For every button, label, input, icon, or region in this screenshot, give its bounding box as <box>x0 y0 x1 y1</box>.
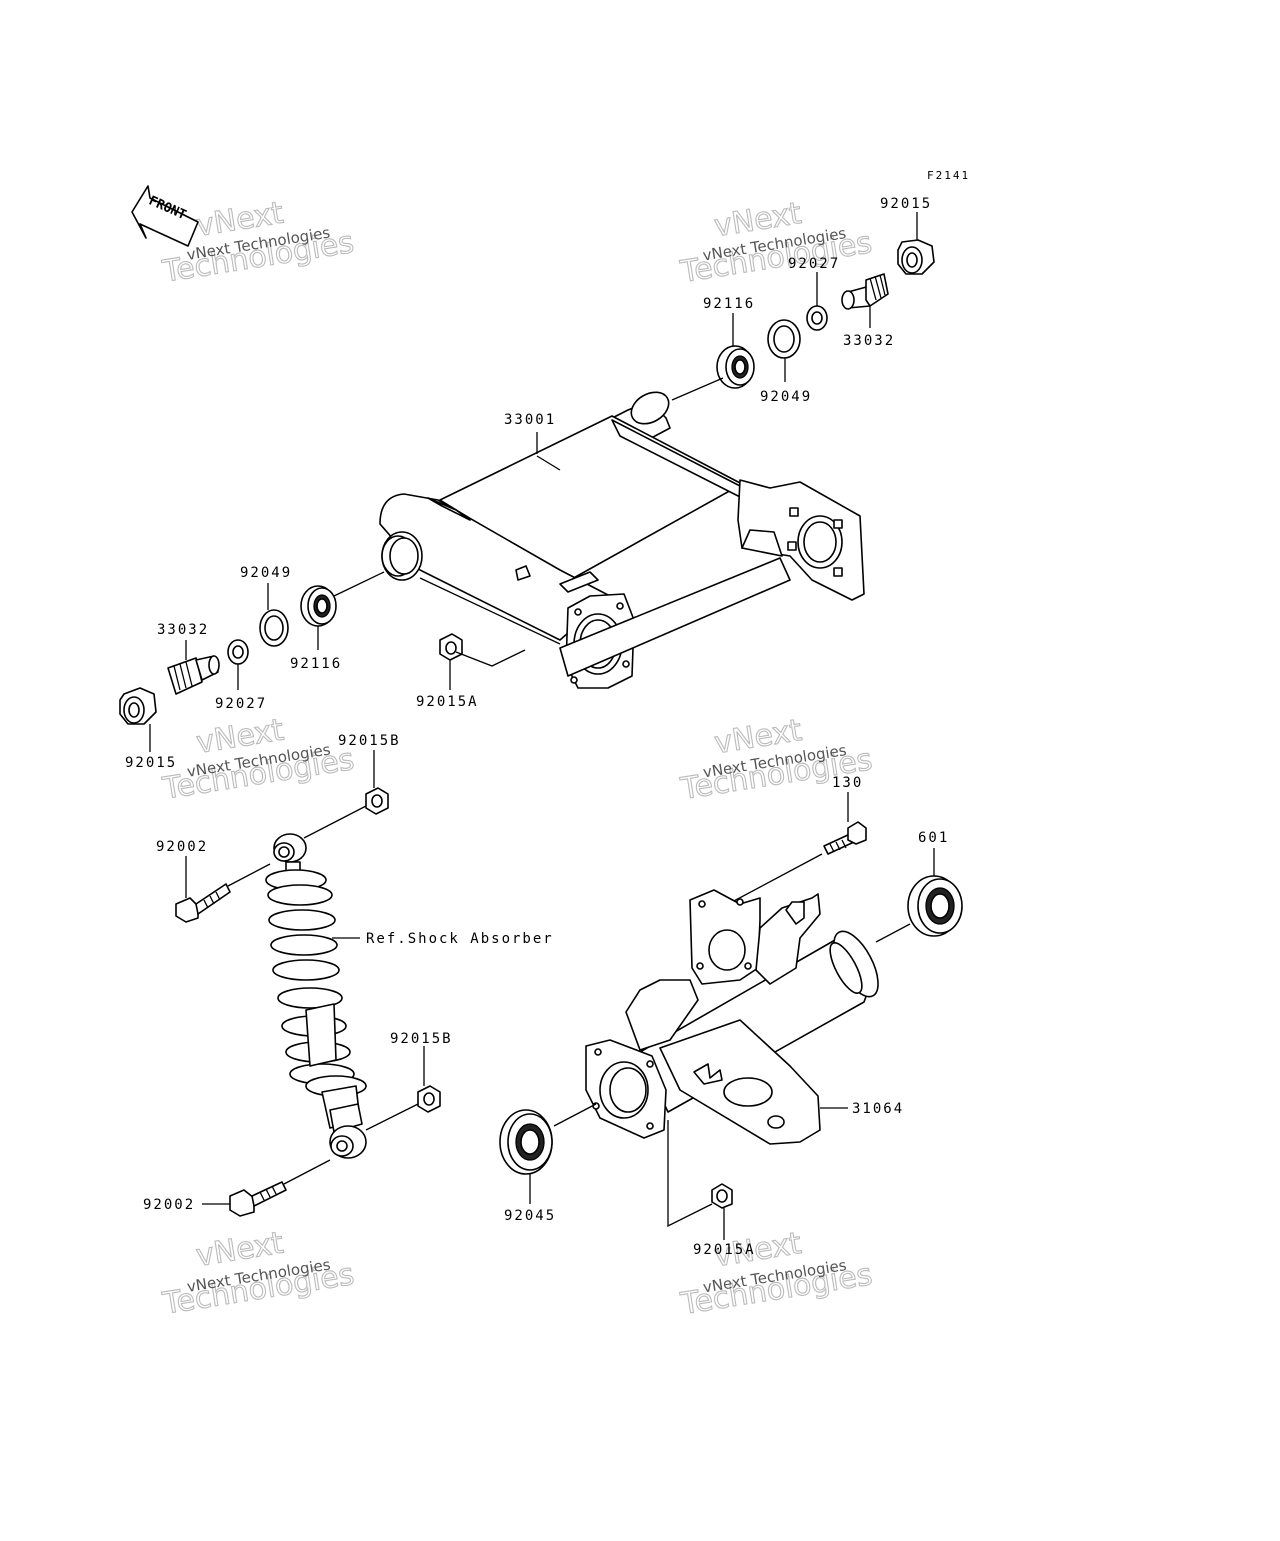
spindle-33032-left-icon <box>167 655 220 695</box>
bearing-92116-left-icon <box>300 585 337 627</box>
spindle-33032-top-icon <box>841 273 889 310</box>
callout-92049-top: 92049 <box>760 389 812 405</box>
diagram-code: F2141 <box>927 169 970 182</box>
callout-92027-left: 92027 <box>215 696 267 712</box>
callout-92116-left: 92116 <box>290 656 342 672</box>
seal-92049-left-icon <box>259 609 289 647</box>
watermark-top-left: vNext Technologies vNext Technologies <box>159 195 357 290</box>
callout-ref-shock-absorber: Ref.Shock Absorber <box>366 931 554 947</box>
bearing-601-icon <box>907 875 963 937</box>
callout-92116-top: 92116 <box>703 296 755 312</box>
nut-92015-top-icon <box>897 239 935 275</box>
callout-92015B-mid: 92015B <box>390 1031 453 1047</box>
watermark-bottom-left: vNext Technologies vNext Technologies <box>159 1225 357 1322</box>
front-arrow-icon: FRONT <box>131 185 199 247</box>
callout-92027-top: 92027 <box>788 256 840 272</box>
nut-92015B-mid-icon <box>417 1085 441 1113</box>
bearing-92045-icon <box>499 1109 553 1175</box>
swingarm-33001-icon <box>379 391 865 689</box>
callout-33032-top: 33032 <box>843 333 895 349</box>
callout-33001: 33001 <box>504 412 556 428</box>
callout-92015B-top: 92015B <box>338 733 401 749</box>
callout-92049-left: 92049 <box>240 565 292 581</box>
callout-92015A-bottom: 92015A <box>693 1242 756 1258</box>
watermark-bottom-right: vNext Technologies vNext Technologies <box>677 1225 875 1322</box>
nut-92015A-top-icon <box>439 633 463 661</box>
callout-33032-left: 33032 <box>157 622 209 638</box>
callout-601: 601 <box>918 830 949 846</box>
bolt-92002-top-icon <box>175 883 231 923</box>
bolt-92002-bottom-icon <box>229 1181 287 1217</box>
callout-92015A-top: 92015A <box>416 694 479 710</box>
callout-92002-bottom: 92002 <box>143 1197 195 1213</box>
bolt-130-icon <box>823 821 867 855</box>
nut-92015-left-icon <box>119 687 157 725</box>
callout-92015-left: 92015 <box>125 755 177 771</box>
callout-130: 130 <box>832 775 863 791</box>
washer-92027-left-icon <box>227 639 249 665</box>
watermark-mid-right: vNext Technologies vNext Technologies <box>677 712 875 807</box>
bearing-92116-top-icon <box>716 345 755 389</box>
seal-92049-top-icon <box>767 319 801 359</box>
watermark-top-right: vNext Technologies vNext Technologies <box>677 195 875 290</box>
axle-housing-31064-icon <box>585 889 879 1145</box>
callout-92002-top: 92002 <box>156 839 208 855</box>
watermark-mid-left: vNext Technologies vNext Technologies <box>159 712 357 807</box>
nut-92015A-bottom-icon <box>711 1183 733 1209</box>
callout-92015-top: 92015 <box>880 196 932 212</box>
nut-92015B-top-icon <box>365 787 389 815</box>
callout-31064: 31064 <box>852 1101 904 1117</box>
callout-92045: 92045 <box>504 1208 556 1224</box>
washer-92027-top-icon <box>806 305 828 331</box>
shock-absorber-icon <box>265 833 367 1159</box>
